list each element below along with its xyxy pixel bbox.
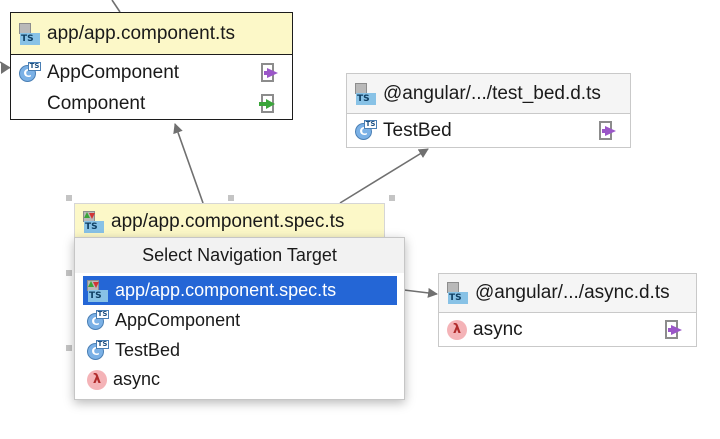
resize-handle[interactable] xyxy=(66,195,72,201)
popup-title: Select Navigation Target xyxy=(75,238,404,273)
popup-item-label: AppComponent xyxy=(115,310,241,330)
row-label: Component xyxy=(47,92,146,114)
node-row-async[interactable]: λ async xyxy=(439,313,696,346)
node-title: @angular/.../async.d.ts xyxy=(475,282,670,303)
node-async[interactable]: TS @angular/.../async.d.ts λ async xyxy=(438,273,697,347)
spec-file-icon: TS xyxy=(87,279,109,302)
edge-spec-to-component xyxy=(173,123,204,204)
row-label: async xyxy=(473,318,523,340)
node-row-component[interactable]: Component xyxy=(11,88,292,119)
node-title: app/app.component.spec.ts xyxy=(111,211,345,232)
ts-file-icon: TS xyxy=(447,282,469,304)
ts-file-icon: TS xyxy=(19,22,41,45)
popup-item-async[interactable]: λ async xyxy=(83,365,397,394)
export-icon[interactable] xyxy=(665,320,682,339)
edge-spec-to-async xyxy=(403,287,438,298)
edge-spec-to-testbed xyxy=(339,148,429,204)
row-label: TestBed xyxy=(383,119,452,141)
node-header[interactable]: TS app/app.component.spec.ts xyxy=(75,204,384,240)
edge-top-offscreen xyxy=(111,0,121,13)
row-label: AppComponent xyxy=(47,61,180,83)
popup-item-spec-file[interactable]: TS app/app.component.spec.ts xyxy=(83,276,397,305)
ts-file-icon: TS xyxy=(355,82,377,105)
resize-handle[interactable] xyxy=(66,270,72,276)
popup-item-label: TestBed xyxy=(115,340,181,360)
resize-handle[interactable] xyxy=(228,195,234,201)
import-icon[interactable] xyxy=(259,94,278,113)
resize-handle[interactable] xyxy=(389,195,395,201)
popup-item-label: async xyxy=(113,369,161,389)
popup-item-label: app/app.component.spec.ts xyxy=(115,280,337,300)
lambda-icon: λ xyxy=(447,319,467,340)
resize-handle[interactable] xyxy=(66,345,72,351)
node-title: @angular/.../test_bed.d.ts xyxy=(383,82,601,104)
node-title: app/app.component.ts xyxy=(47,22,236,44)
navigation-popup[interactable]: Select Navigation Target TS app/app.comp… xyxy=(74,237,405,400)
node-header[interactable]: TS @angular/.../async.d.ts xyxy=(439,274,696,313)
node-header[interactable]: TS app/app.component.ts xyxy=(11,13,292,55)
node-header[interactable]: TS @angular/.../test_bed.d.ts xyxy=(347,74,630,114)
spec-file-icon: TS xyxy=(83,211,105,233)
export-icon[interactable] xyxy=(261,63,278,82)
edge-left-arrowhead xyxy=(1,62,10,74)
lambda-icon: λ xyxy=(87,369,107,390)
export-icon[interactable] xyxy=(599,121,616,140)
